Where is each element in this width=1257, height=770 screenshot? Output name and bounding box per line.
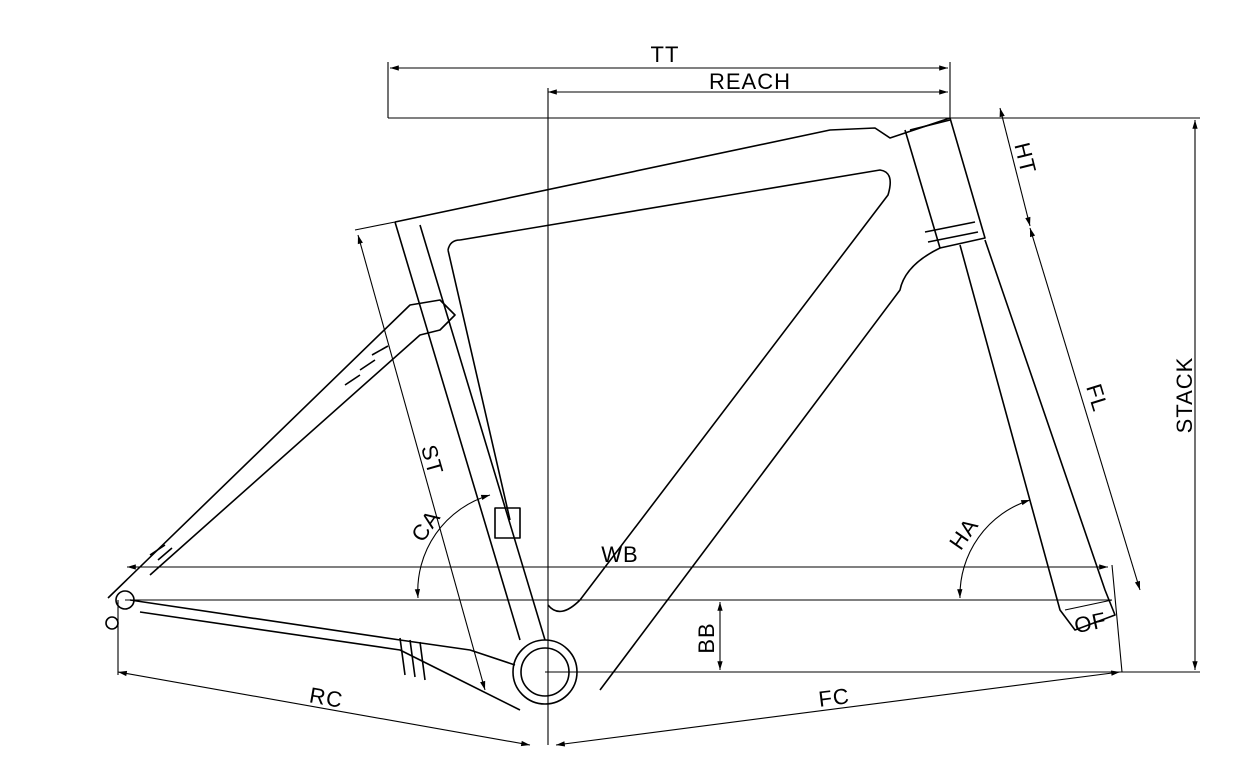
label-ht: HT	[1009, 140, 1041, 176]
front-triangle-inner	[459, 169, 891, 613]
cable-guide	[494, 507, 521, 539]
label-of: OF	[1072, 607, 1109, 638]
st-dimension	[357, 234, 486, 691]
label-stack: STACK	[1172, 357, 1197, 434]
label-ca: CA	[406, 505, 445, 546]
label-fl: FL	[1081, 381, 1113, 415]
ca-angle-arc	[414, 494, 491, 599]
label-reach: REACH	[709, 69, 791, 94]
label-wb: WB	[601, 542, 638, 567]
top-tube	[394, 117, 951, 223]
ht-dimension	[999, 107, 1031, 227]
label-ha: HA	[944, 513, 983, 554]
seat-stay-marks	[149, 345, 389, 561]
bike-frame	[105, 117, 1116, 711]
label-bb: BB	[694, 622, 719, 653]
label-tt: TT	[651, 42, 680, 67]
chain-stay-marks	[399, 637, 426, 681]
seat-stay	[107, 299, 456, 599]
fl-dimension	[1029, 227, 1141, 591]
seat-tube	[394, 221, 546, 641]
headset-cups	[909, 119, 979, 243]
dimension-lines	[117, 62, 1200, 747]
label-st: ST	[416, 442, 448, 478]
label-fc: FC	[817, 683, 851, 712]
label-rc: RC	[307, 682, 345, 712]
seat-tube-inner	[447, 239, 511, 521]
derailleur-hanger	[105, 616, 119, 630]
ha-angle-arc	[957, 499, 1031, 599]
head-tube	[904, 117, 986, 249]
fork	[959, 239, 1116, 631]
rc-dimension	[117, 670, 531, 747]
down-tube	[599, 247, 941, 691]
fc-dimension	[555, 670, 1121, 747]
